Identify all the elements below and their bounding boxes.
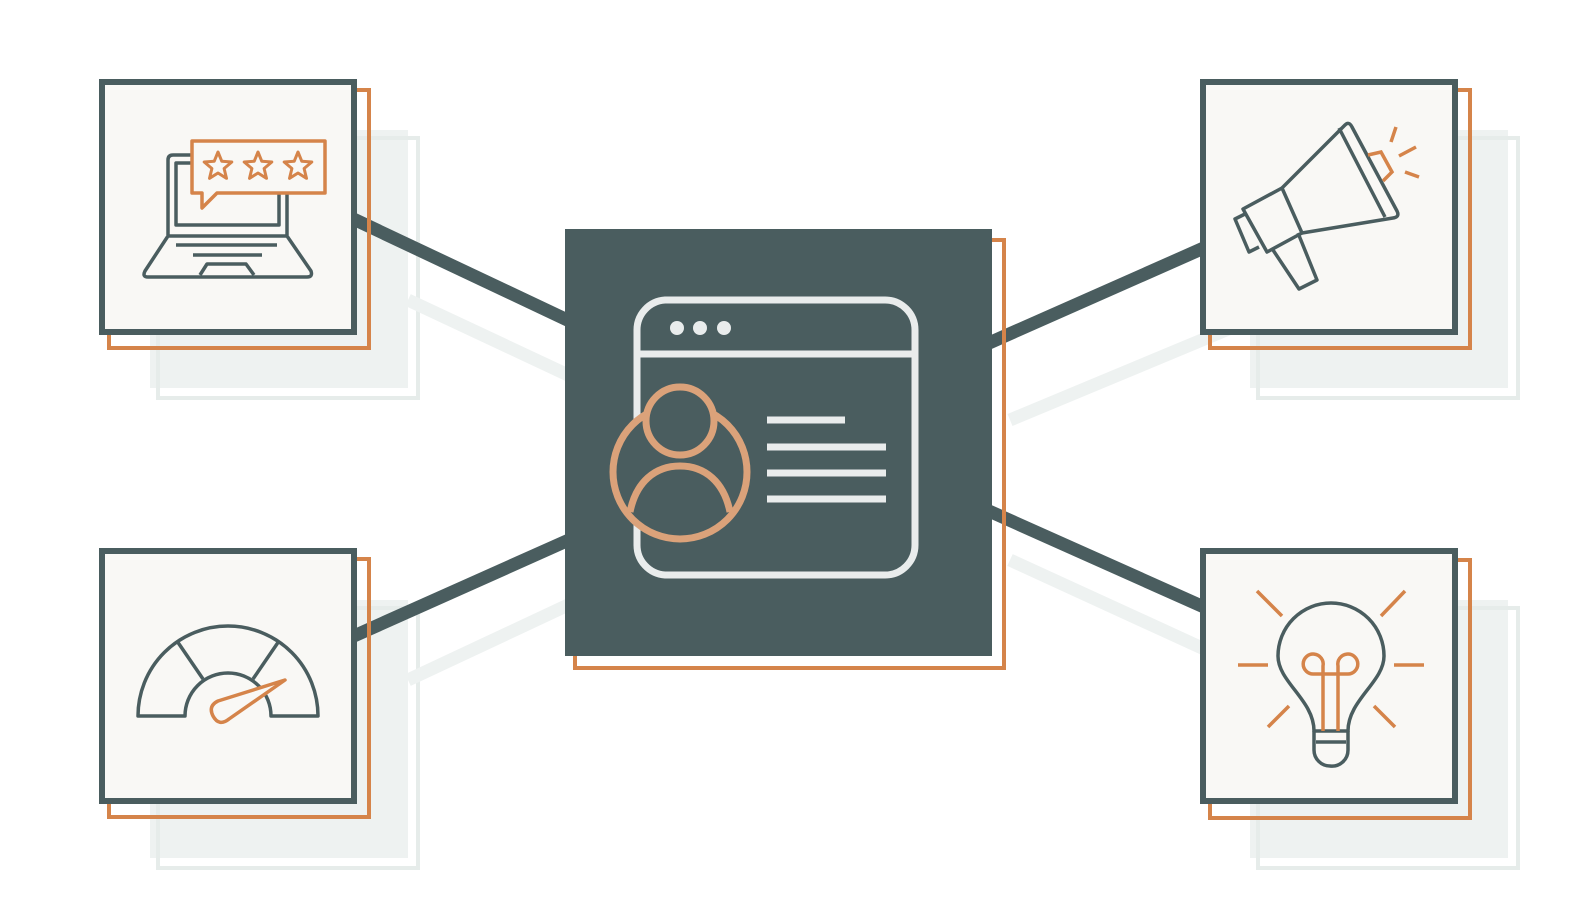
node-ideas xyxy=(1200,548,1472,820)
star-icon xyxy=(282,150,314,180)
connector-announcement xyxy=(977,237,1218,353)
rating-stars xyxy=(202,150,314,180)
megaphone-icon xyxy=(1233,121,1420,291)
browser-profile-icon xyxy=(609,296,919,579)
star-icon xyxy=(202,150,234,180)
laptop-ratings-icon xyxy=(142,139,327,279)
star-icon xyxy=(242,150,274,180)
user-avatar-icon xyxy=(609,383,751,543)
node-announcement xyxy=(1200,79,1472,350)
connector-performance xyxy=(342,529,583,646)
lightbulb-icon xyxy=(1238,589,1424,768)
center-panel xyxy=(565,229,1006,670)
node-performance xyxy=(99,548,371,819)
connector-reviews xyxy=(342,209,583,332)
speedometer-icon xyxy=(136,624,320,725)
connectors xyxy=(342,209,1218,646)
connector-ideas xyxy=(977,501,1218,618)
node-reviews xyxy=(99,79,371,350)
